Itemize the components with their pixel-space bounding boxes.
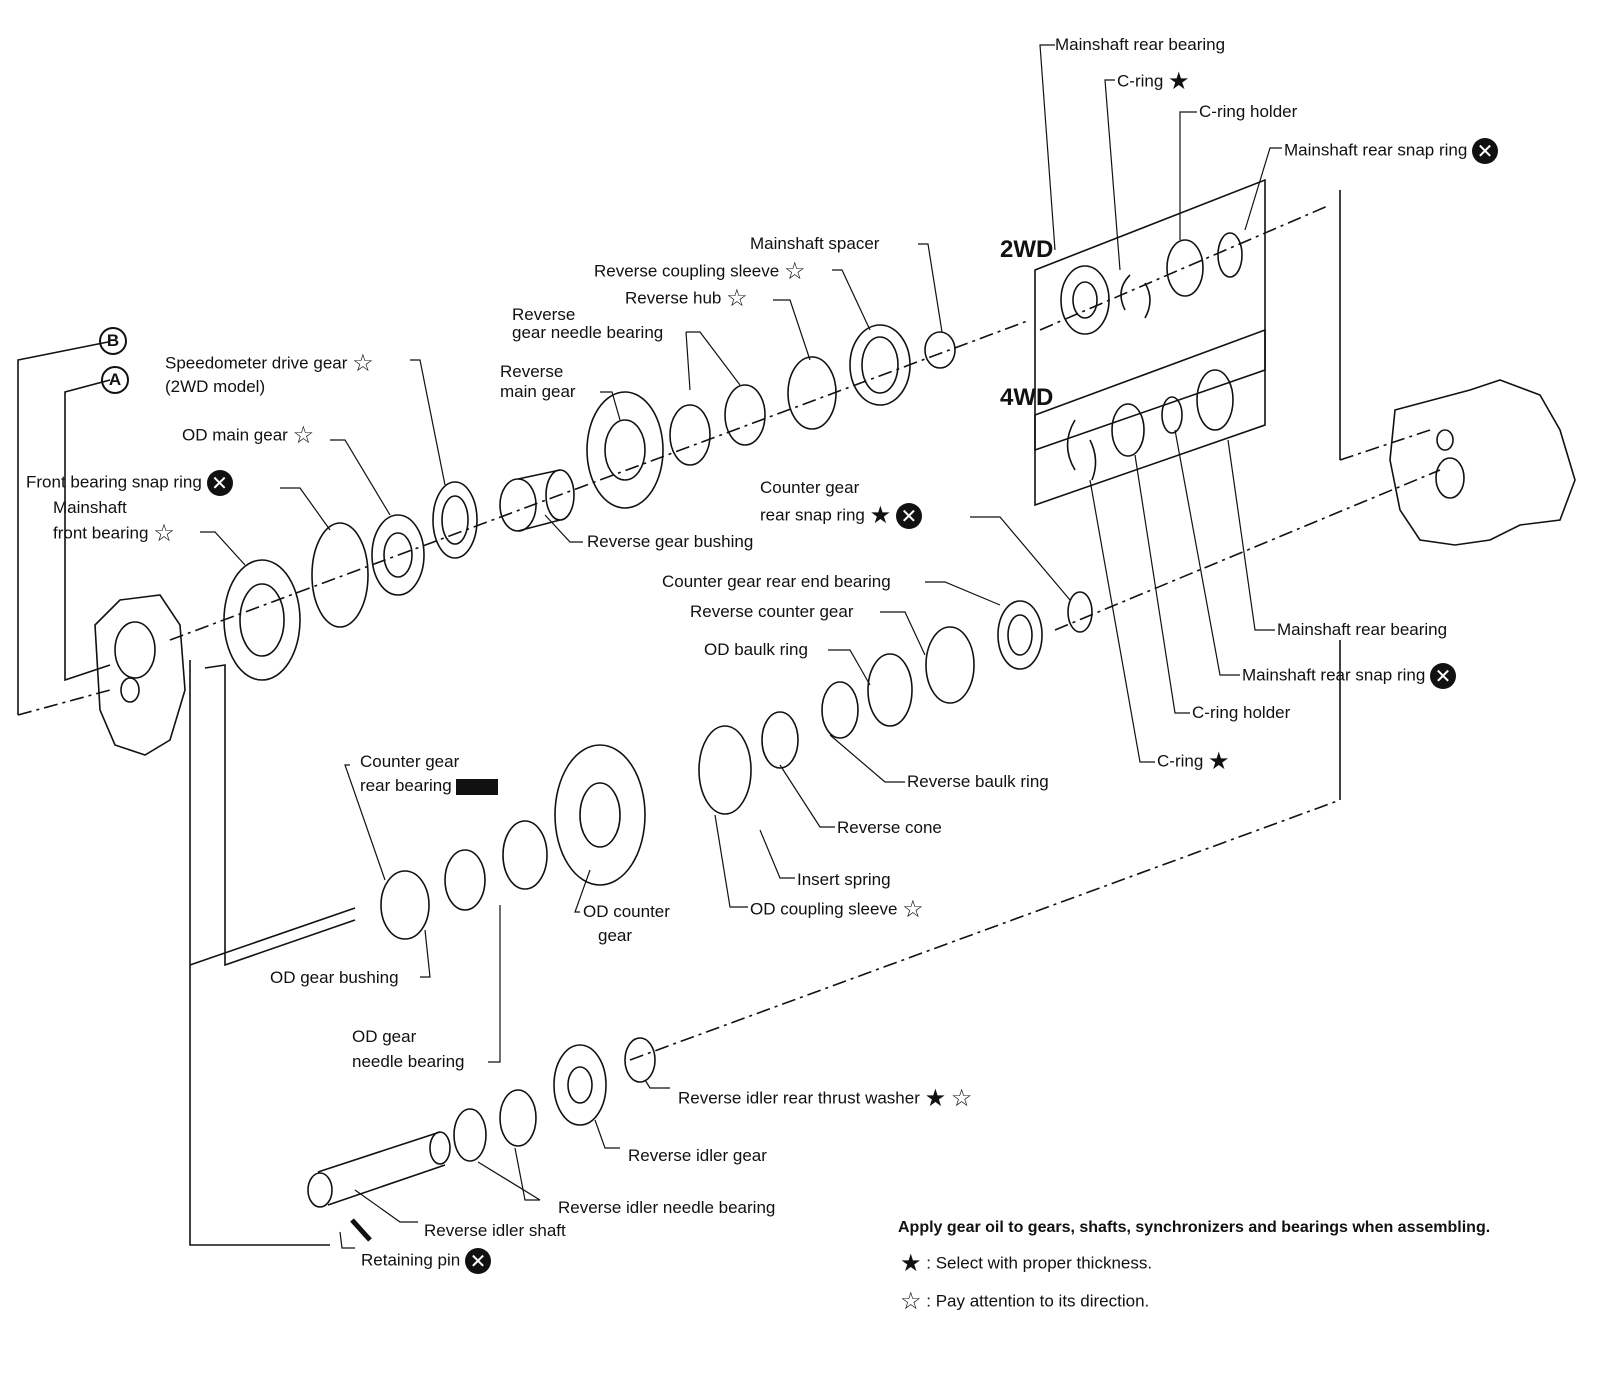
label-reverse-hub: Reverse hub ☆ <box>625 287 748 311</box>
black-star-icon: ★ <box>900 1250 922 1277</box>
thrust-washer-text: Reverse idler rear thrust washer <box>678 1088 920 1108</box>
od-main-gear-text: OD main gear <box>182 425 288 445</box>
grease-box-icon <box>456 778 499 795</box>
label-reverse-gear-bushing: Reverse gear bushing <box>587 532 754 551</box>
label-mainshaft-front-bearing-2: front bearing ☆ <box>53 522 175 546</box>
label-speedometer-drive-gear: Speedometer drive gear ☆ <box>165 352 374 376</box>
label-4wd: 4WD <box>1000 384 1054 411</box>
label-counter-gear-rear-snap-ring-2: rear snap ring ★ ✕ <box>760 503 922 529</box>
label-od-gear-bushing: OD gear bushing <box>270 968 399 987</box>
label-counter-gear-rear-snap-ring-1: Counter gear <box>760 478 860 497</box>
white-star-icon: ☆ <box>902 896 924 923</box>
label-od-main-gear: OD main gear ☆ <box>182 424 314 448</box>
label-mainshaft-rear-bearing-4wd: Mainshaft rear bearing <box>1277 620 1448 639</box>
label-front-bearing-snap-ring: Front bearing snap ring ✕ <box>26 470 233 496</box>
snap-ring-4wd-text: Mainshaft rear snap ring <box>1242 665 1426 685</box>
label-mainshaft-rear-bearing-2wd: Mainshaft rear bearing <box>1055 35 1226 54</box>
label-retaining-pin: Retaining pin ✕ <box>361 1248 491 1274</box>
label-reverse-idler-gear: Reverse idler gear <box>628 1146 767 1165</box>
label-reverse-main-gear-1: Reverse <box>500 362 564 381</box>
label-2wd: 2WD <box>1000 236 1054 263</box>
reverse-coupling-sleeve-text: Reverse coupling sleeve <box>594 261 780 281</box>
label-reverse-idler-needle-bearing: Reverse idler needle bearing <box>558 1198 776 1217</box>
legend-black-star: ★ : Select with proper thickness. <box>900 1252 1152 1276</box>
label-mainshaft-rear-snap-ring-2wd: Mainshaft rear snap ring ✕ <box>1284 138 1499 164</box>
counter-gear-rear-bearing-text: rear bearing <box>360 776 452 795</box>
c-ring-4wd-text: C-ring <box>1157 751 1204 771</box>
label-reverse-gear-needle-bearing-1: Reverse <box>512 305 576 324</box>
x-circle-icon: ✕ <box>1472 138 1499 164</box>
white-star-icon: ☆ <box>726 285 748 312</box>
mainshaft-axis <box>169 319 1031 641</box>
x-circle-icon: ✕ <box>206 470 233 496</box>
ref-b-circle: B <box>99 327 127 355</box>
black-star-icon: ★ <box>869 502 892 529</box>
label-od-counter-gear-2: gear <box>598 926 633 945</box>
label-od-coupling-sleeve: OD coupling sleeve ☆ <box>750 898 924 922</box>
label-reverse-cone: Reverse cone <box>837 818 942 837</box>
ref-a-circle: A <box>101 366 129 394</box>
label-counter-gear-rear-bearing-2: rear bearing <box>360 776 499 796</box>
label-od-counter-gear-1: OD counter <box>583 902 670 921</box>
x-circle-icon: ✕ <box>464 1248 491 1274</box>
retaining-pin-text: Retaining pin <box>361 1250 461 1270</box>
label-reverse-counter-gear: Reverse counter gear <box>690 602 854 621</box>
note-apply-gear-oil: Apply gear oil to gears, shafts, synchro… <box>898 1219 1491 1236</box>
white-star-icon: ☆ <box>783 258 806 285</box>
x-circle-icon: ✕ <box>1430 663 1457 689</box>
label-reverse-idler-shaft: Reverse idler shaft <box>424 1221 566 1240</box>
label-insert-spring: Insert spring <box>797 870 891 889</box>
black-star-icon: ★ <box>1208 748 1230 775</box>
white-star-icon: ☆ <box>950 1085 973 1112</box>
black-star-icon: ★ <box>1168 68 1190 95</box>
label-c-ring-4wd: C-ring ★ <box>1157 750 1230 774</box>
label-c-ring-holder-4wd: C-ring holder <box>1192 703 1291 722</box>
speedometer-text: Speedometer drive gear <box>165 353 348 373</box>
label-mainshaft-front-bearing-1: Mainshaft <box>53 498 127 517</box>
legend-white-star: ☆ : Pay attention to its direction. <box>900 1290 1149 1314</box>
label-reverse-idler-rear-thrust-washer: Reverse idler rear thrust washer ★ ☆ <box>678 1087 972 1111</box>
legend-white-star-text: : Pay attention to its direction. <box>926 1291 1150 1311</box>
white-star-icon: ☆ <box>292 422 315 449</box>
front-bearing-snap-ring-text: Front bearing snap ring <box>26 472 202 492</box>
x-circle-icon: ✕ <box>895 503 922 529</box>
label-counter-gear-rear-bearing-1: Counter gear <box>360 752 460 771</box>
label-od-gear-needle-bearing-2: needle bearing <box>352 1052 465 1071</box>
label-speedometer-model: (2WD model) <box>165 377 266 396</box>
label-reverse-gear-needle-bearing-2: gear needle bearing <box>512 323 664 342</box>
white-star-icon: ☆ <box>352 350 374 377</box>
label-c-ring-2wd: C-ring ★ <box>1117 70 1190 94</box>
od-coupling-sleeve-text: OD coupling sleeve <box>750 899 898 919</box>
label-counter-gear-rear-end-bearing: Counter gear rear end bearing <box>662 572 891 591</box>
reverse-hub-text: Reverse hub <box>625 288 722 308</box>
snap-ring-text: Mainshaft rear snap ring <box>1284 140 1468 160</box>
counter-axis <box>1054 469 1441 631</box>
label-od-gear-needle-bearing-1: OD gear <box>352 1027 417 1046</box>
mainshaft-front-bearing-text: front bearing <box>53 523 149 543</box>
c-ring-text: C-ring <box>1117 71 1164 91</box>
label-od-baulk-ring: OD baulk ring <box>704 640 808 659</box>
idler-axis <box>629 799 1341 1061</box>
white-star-icon: ☆ <box>153 520 175 547</box>
label-c-ring-holder-2wd: C-ring holder <box>1199 102 1298 121</box>
white-star-icon: ☆ <box>900 1288 922 1315</box>
black-star-icon: ★ <box>924 1085 947 1112</box>
counter-gear-rear-snap-ring-text: rear snap ring <box>760 505 865 525</box>
label-reverse-baulk-ring: Reverse baulk ring <box>907 772 1049 791</box>
label-reverse-main-gear-2: main gear <box>500 382 576 401</box>
label-mainshaft-spacer: Mainshaft spacer <box>750 234 880 253</box>
legend-black-star-text: : Select with proper thickness. <box>926 1253 1153 1273</box>
label-reverse-coupling-sleeve: Reverse coupling sleeve ☆ <box>594 260 805 284</box>
label-mainshaft-rear-snap-ring-4wd: Mainshaft rear snap ring ✕ <box>1242 663 1457 689</box>
